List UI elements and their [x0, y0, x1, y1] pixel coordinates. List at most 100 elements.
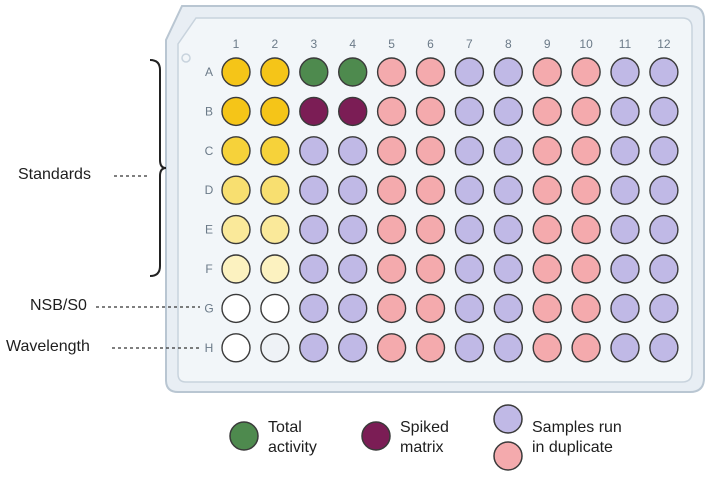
well-G4 — [338, 293, 368, 324]
well-D12 — [649, 175, 679, 205]
well-F2 — [260, 254, 290, 284]
legend-samples-pink-swatch — [493, 441, 523, 471]
well-A6 — [415, 57, 446, 87]
well-B6 — [415, 96, 446, 127]
legend-samples-line1: Samples run — [532, 419, 622, 436]
well-G10 — [571, 293, 601, 324]
column-label-1: 1 — [233, 37, 240, 51]
column-label-11: 11 — [619, 37, 632, 51]
column-label-3: 3 — [310, 37, 317, 51]
well-D4 — [338, 175, 368, 205]
well-A5 — [376, 57, 407, 87]
well-F9 — [532, 254, 562, 284]
column-label-6: 6 — [427, 37, 434, 51]
well-H9 — [532, 333, 562, 363]
well-A10 — [571, 57, 601, 87]
well-E8 — [493, 214, 523, 245]
well-A9 — [532, 57, 562, 87]
well-G9 — [532, 293, 562, 324]
row-label-E: E — [205, 223, 213, 237]
well-E2 — [260, 214, 290, 245]
legend-total-line2: activity — [268, 439, 317, 456]
column-label-8: 8 — [505, 37, 512, 51]
column-label-9: 9 — [544, 37, 551, 51]
legend-spiked-label: Spiked matrix — [400, 418, 449, 458]
legend-total-line1: Total — [268, 419, 302, 436]
well-A7 — [454, 57, 485, 87]
well-A3 — [299, 57, 329, 87]
well-B9 — [532, 96, 562, 127]
well-G2 — [260, 293, 290, 324]
well-A11 — [610, 57, 640, 87]
well-B7 — [454, 96, 485, 127]
well-G3 — [299, 293, 329, 324]
legend-samples-line2: in duplicate — [532, 439, 613, 456]
well-F6 — [415, 254, 446, 284]
well-C1 — [221, 136, 251, 166]
well-D6 — [415, 175, 446, 205]
row-label-B: B — [205, 104, 213, 118]
well-B4 — [338, 96, 368, 127]
column-label-2: 2 — [272, 37, 279, 51]
well-A12 — [649, 57, 679, 87]
legend-total-label: Total activity — [268, 418, 317, 458]
well-D9 — [532, 175, 562, 205]
row-label-G: G — [204, 301, 213, 315]
legend-spiked-line1: Spiked — [400, 419, 449, 436]
legend-spiked-line2: matrix — [400, 439, 444, 456]
well-E6 — [415, 214, 446, 245]
well-E1 — [221, 214, 251, 245]
column-label-12: 12 — [657, 37, 671, 51]
well-H11 — [610, 333, 640, 363]
row-label-H: H — [205, 341, 214, 355]
well-E12 — [649, 214, 679, 245]
legend-samples-lavender-swatch — [493, 404, 523, 434]
well-F8 — [493, 254, 523, 284]
row-label-A: A — [205, 65, 213, 79]
well-C6 — [415, 136, 446, 166]
well-A2 — [260, 57, 290, 87]
well-D7 — [454, 175, 485, 205]
well-F3 — [299, 254, 329, 284]
well-H7 — [454, 333, 485, 363]
well-C2 — [260, 136, 290, 166]
legend-samples-label: Samples run in duplicate — [532, 418, 622, 458]
standards-label: Standards — [18, 166, 91, 183]
plate-notch — [181, 53, 191, 63]
well-C9 — [532, 136, 562, 166]
well-E3 — [299, 214, 329, 245]
well-B2 — [260, 96, 290, 127]
wavelength-label: Wavelength — [6, 338, 90, 355]
well-A1 — [221, 57, 251, 87]
legend-total-swatch — [229, 421, 259, 451]
well-D3 — [299, 175, 329, 205]
well-E7 — [454, 214, 485, 245]
well-B1 — [221, 96, 251, 127]
well-B10 — [571, 96, 601, 127]
well-G8 — [493, 293, 523, 324]
well-F5 — [376, 254, 407, 284]
well-F10 — [571, 254, 601, 284]
well-C11 — [610, 136, 640, 166]
well-F1 — [221, 254, 251, 284]
well-C7 — [454, 136, 485, 166]
well-B8 — [493, 96, 523, 127]
column-label-5: 5 — [388, 37, 395, 51]
column-label-7: 7 — [466, 37, 473, 51]
well-C10 — [571, 136, 601, 166]
well-D5 — [376, 175, 407, 205]
nsb-label: NSB/S0 — [30, 297, 87, 314]
well-G5 — [376, 293, 407, 324]
well-C8 — [493, 136, 523, 166]
well-D1 — [221, 175, 251, 205]
well-E4 — [338, 214, 368, 245]
well-B12 — [649, 96, 679, 127]
well-F4 — [338, 254, 368, 284]
well-H5 — [376, 333, 407, 363]
well-C12 — [649, 136, 679, 166]
well-A8 — [493, 57, 523, 87]
well-G11 — [610, 293, 640, 324]
well-G1 — [221, 293, 251, 324]
well-C4 — [338, 136, 368, 166]
